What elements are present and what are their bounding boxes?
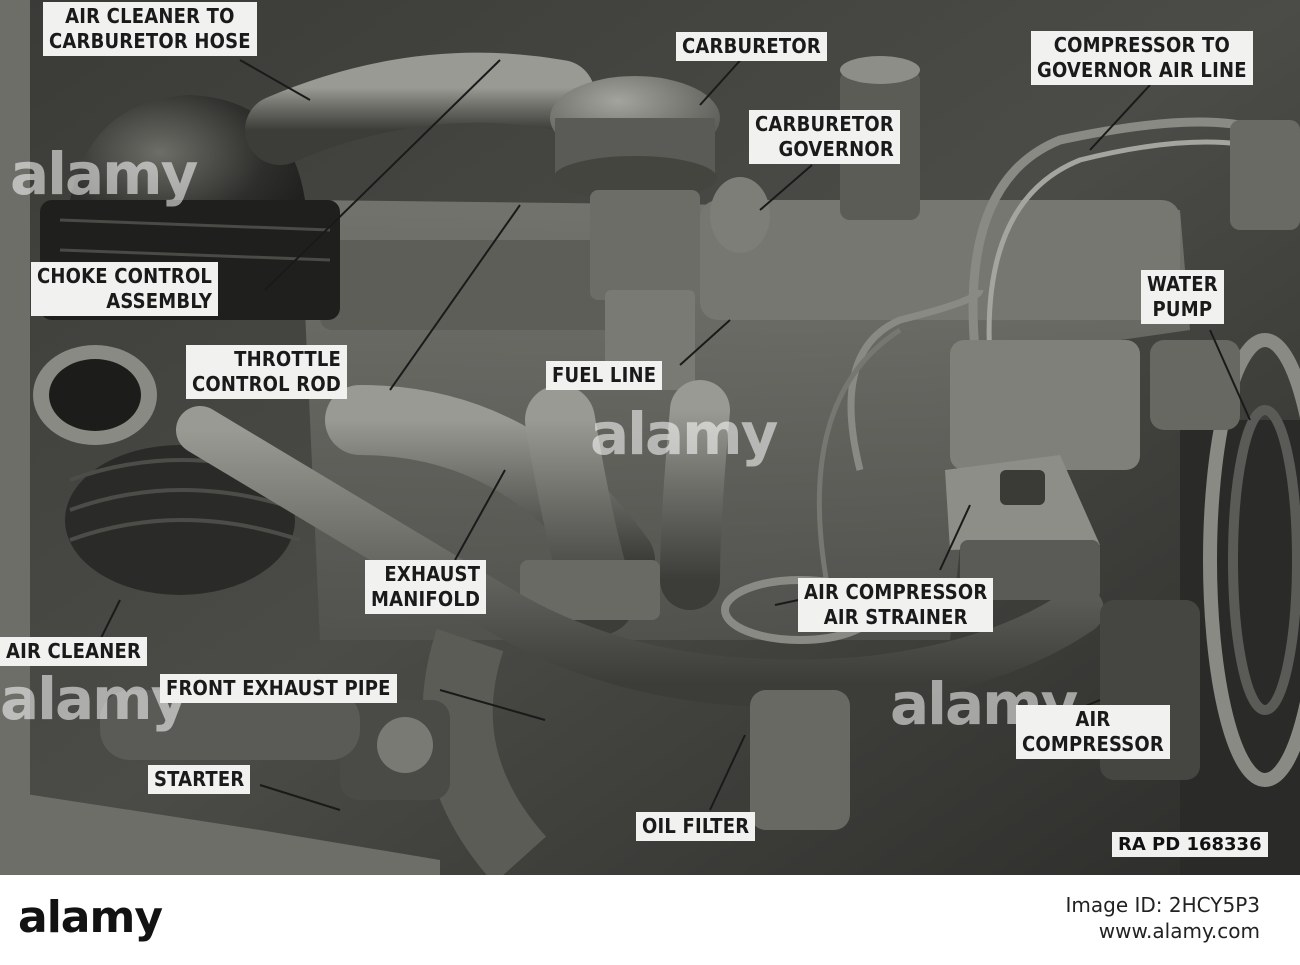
label-air-cleaner-hose: AIR CLEANER TO CARBURETOR HOSE [43,2,257,56]
watermark-id-line: Image ID: 2HCY5P3 [1065,893,1261,917]
label-air-cleaner: AIR CLEANER [0,637,148,666]
label-line: COMPRESSOR TO [1053,33,1231,57]
label-line: OIL FILTER [642,814,750,838]
label-line: STARTER [154,767,245,791]
label-line: AIR STRAINER [823,605,968,629]
label-line: GOVERNOR AIR LINE [1037,58,1247,82]
watermark-image-id: Image ID: 2HCY5P3 www.alamy.com [1066,892,1261,944]
label-fuel-line: FUEL LINE [546,361,663,390]
label-water-pump: WATER PUMP [1141,270,1224,324]
watermark-band [0,875,1300,965]
label-line: CONTROL ROD [192,372,341,396]
label-line: CARBURETOR [755,112,894,136]
label-line: GOVERNOR [778,137,894,161]
label-line: CARBURETOR [682,34,821,58]
label-choke-control: CHOKE CONTROL ASSEMBLY [31,262,219,316]
engine-photo [0,0,1300,875]
label-line: THROTTLE [234,347,341,371]
label-line: AIR CLEANER [6,639,142,663]
label-line: AIR [1075,707,1111,731]
label-oil-filter: OIL FILTER [636,812,756,841]
reference-number: RA PD 168336 [1112,832,1268,857]
label-line: MANIFOLD [371,587,481,611]
label-carburetor-governor: CARBURETOR GOVERNOR [749,110,900,164]
watermark-logo: alamy [18,892,163,943]
label-line: AIR COMPRESSOR [804,580,988,604]
label-compressor-governor-line: COMPRESSOR TO GOVERNOR AIR LINE [1031,31,1253,85]
label-line: FUEL LINE [552,363,657,387]
label-line: ASSEMBLY [106,289,213,313]
label-carburetor: CARBURETOR [676,32,827,61]
label-front-exhaust-pipe: FRONT EXHAUST PIPE [160,674,397,703]
label-line: COMPRESSOR [1022,732,1164,756]
label-line: CARBURETOR HOSE [49,29,251,53]
label-air-compressor-air-strainer: AIR COMPRESSOR AIR STRAINER [798,578,994,632]
label-line: FRONT EXHAUST PIPE [166,676,391,700]
label-line: CHOKE CONTROL [37,264,213,288]
label-line: AIR CLEANER TO [65,4,235,28]
label-exhaust-manifold: EXHAUST MANIFOLD [365,560,487,614]
label-line: WATER [1147,272,1218,296]
label-throttle-control-rod: THROTTLE CONTROL ROD [186,345,347,399]
watermark-url: www.alamy.com [1098,919,1260,943]
label-line: EXHAUST [384,562,481,586]
label-starter: STARTER [148,765,251,794]
label-air-compressor: AIR COMPRESSOR [1016,705,1170,759]
label-line: PUMP [1152,297,1213,321]
